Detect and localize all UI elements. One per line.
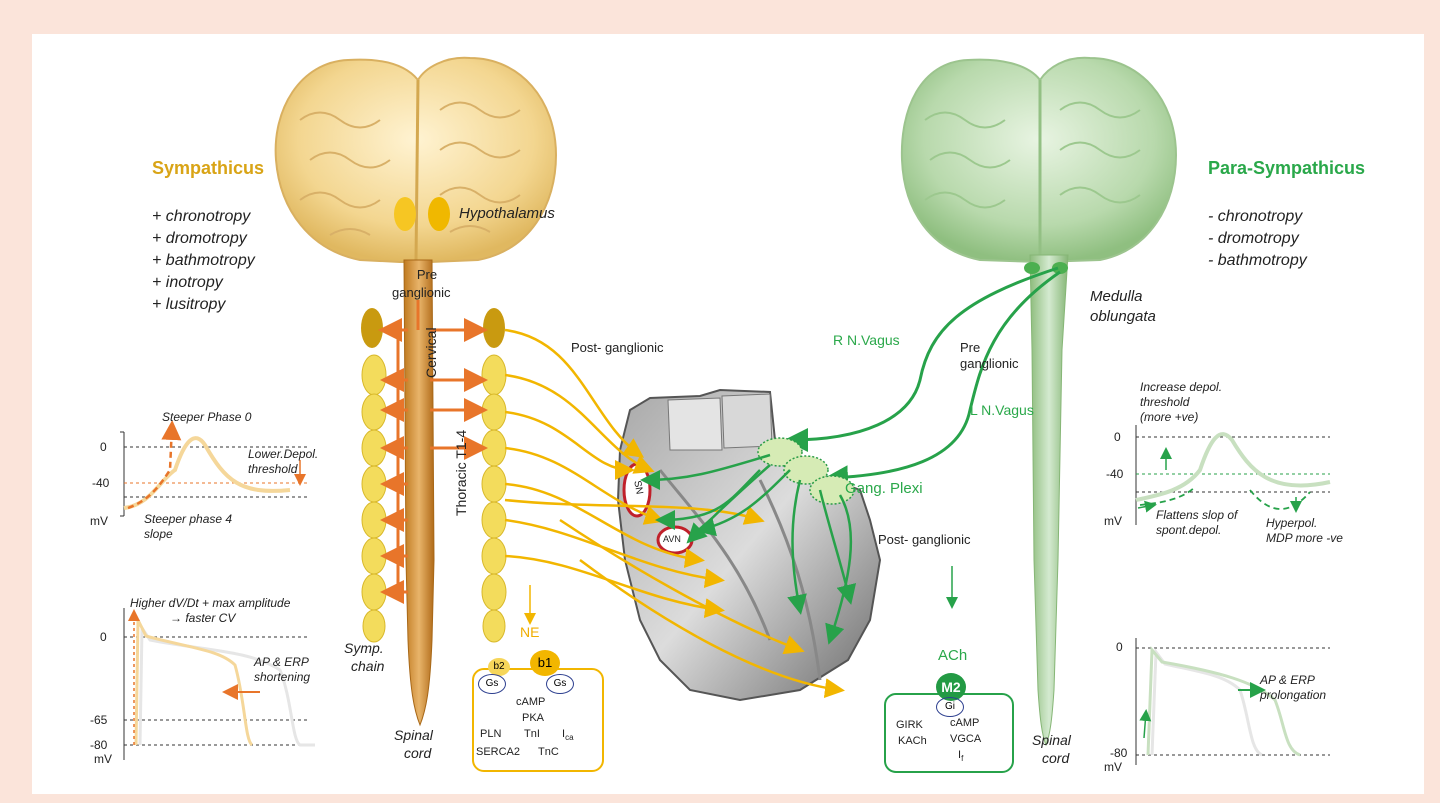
symp-bottom-y65: -65 xyxy=(90,713,107,727)
girk-label: GIRK xyxy=(896,719,923,731)
symp-top-y0: 0 xyxy=(100,440,107,454)
parasympathetic-effects-list: - chronotropy - dromotropy - bathmotropy xyxy=(1208,206,1307,272)
pln-label: PLN xyxy=(480,728,501,740)
serca-label: SERCA2 xyxy=(476,746,520,758)
steeper-phase4-label: Steeper phase 4 slope xyxy=(144,512,232,542)
para-bottom-y0: 0 xyxy=(1116,640,1123,654)
hypothalamus-label: Hypothalamus xyxy=(459,205,555,222)
para-top-y0: 0 xyxy=(1114,430,1121,444)
m2-receptor-signaling-box: M2 Gi GIRK KACh cAMP VGCA If xyxy=(884,693,1014,773)
left-vagus-label: L N.Vagus xyxy=(970,402,1034,418)
sympathetic-effects-list: + chronotropy + dromotropy + bathmotropy… xyxy=(152,206,255,316)
lower-threshold-label: Lower.Depol. threshold xyxy=(248,447,318,477)
sympathetic-chain-right xyxy=(482,308,506,642)
gs-protein-2: Gs xyxy=(546,674,574,694)
spinal-cord-label-1: Spinal xyxy=(394,727,433,743)
effect-item: + chronotropy xyxy=(152,206,255,228)
symp-chain-label-2: chain xyxy=(351,658,384,674)
spinal-cord-label-2: cord xyxy=(404,745,431,761)
vagus-nerves xyxy=(790,268,1060,478)
effect-item: - dromotropy xyxy=(1208,228,1307,250)
ap-shortening-label: AP & ERP shortening xyxy=(254,655,310,685)
parasympathicus-title: Para-Sympathicus xyxy=(1208,158,1365,179)
medulla-label: Medulla oblungata xyxy=(1090,287,1156,327)
effect-item: - bathmotropy xyxy=(1208,250,1307,272)
parasympathetic-spinal-cord xyxy=(1030,255,1068,745)
symp-bottom-y0: 0 xyxy=(100,630,107,644)
gi-protein: Gi xyxy=(936,697,964,717)
ica-label: Ica xyxy=(562,728,574,742)
steeper-phase0-label: Steeper Phase 0 xyxy=(162,410,251,424)
para-bottom-mv: mV xyxy=(1104,760,1122,774)
effect-item: + lusitropy xyxy=(152,294,255,316)
tnc-label: TnC xyxy=(538,746,559,758)
sinus-node-label: SN xyxy=(631,480,644,496)
hyperpol-label: Hyperpol. MDP more -ve xyxy=(1266,516,1343,546)
pka-label: PKA xyxy=(522,712,544,724)
increase-threshold-label: Increase depol. threshold (more +ve) xyxy=(1140,380,1222,425)
right-vagus-label: R N.Vagus xyxy=(833,332,900,348)
sympathetic-chain-left xyxy=(361,308,386,642)
preganglionic-label-2: ganglionic xyxy=(392,285,451,300)
effect-item: + dromotropy xyxy=(152,228,255,250)
ganglionated-plexi-label: Gang. Plexi xyxy=(845,480,923,497)
para-top-mv: mV xyxy=(1104,514,1122,528)
effect-item: + inotropy xyxy=(152,272,255,294)
para-bottom-y80: -80 xyxy=(1110,746,1127,760)
symp-bottom-y80: -80 xyxy=(90,738,107,752)
parasympathetic-brain xyxy=(902,58,1176,262)
ap-prolongation-label: AP & ERP prolongation xyxy=(1260,673,1326,703)
postganglionic-label-para: Post- ganglionic xyxy=(878,532,971,547)
b1-receptor: b1 xyxy=(530,650,560,676)
beta-receptor-signaling-box: b2 b1 Gs Gs cAMP PKA PLN TnI Ica SERCA2 … xyxy=(472,668,604,772)
symp-chain-label-1: Symp. xyxy=(344,640,384,656)
higher-dvdt-label: Higher dV/Dt + max amplitude → faster CV xyxy=(130,596,290,626)
kach-label: KACh xyxy=(898,735,927,747)
av-node-label: AVN xyxy=(663,534,681,544)
sympathicus-title: Sympathicus xyxy=(152,158,264,179)
vgca-label: VGCA xyxy=(950,733,981,745)
symp-top-y40: -40 xyxy=(92,476,109,490)
preganglionic-label-1: Pre xyxy=(412,267,442,282)
thoracic-label: Thoracic T1-4 xyxy=(453,430,469,516)
para-preganglionic-label: Pre ganglionic xyxy=(960,340,1019,372)
camp-label: cAMP xyxy=(516,696,545,708)
flattens-slope-label: Flattens slop of spont.depol. xyxy=(1156,508,1237,538)
effect-item: - chronotropy xyxy=(1208,206,1307,228)
gs-protein-1: Gs xyxy=(478,674,506,694)
cervical-label: Cervical xyxy=(423,327,439,378)
effect-item: + bathmotropy xyxy=(152,250,255,272)
if-label: If xyxy=(958,749,963,763)
ach-label: ACh xyxy=(938,647,967,664)
symp-top-mv: mV xyxy=(90,514,108,528)
tni-label: TnI xyxy=(524,728,540,740)
ne-label: NE xyxy=(520,624,539,640)
postganglionic-label-symp: Post- ganglionic xyxy=(571,340,664,355)
sympathetic-brain xyxy=(276,58,556,262)
para-spinal-cord-label: Spinal cord xyxy=(1032,731,1071,767)
para-top-y40: -40 xyxy=(1106,467,1123,481)
camp-label-para: cAMP xyxy=(950,717,979,729)
symp-bottom-mv: mV xyxy=(94,752,112,766)
